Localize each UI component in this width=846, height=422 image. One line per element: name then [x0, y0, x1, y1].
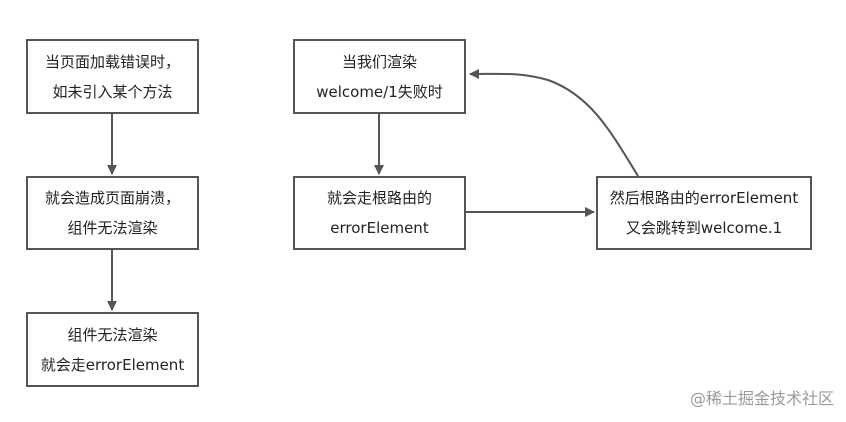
node-page-crash: 就会造成页面崩溃， 组件无法渲染	[26, 176, 199, 250]
node-text-line: 组件无法渲染	[67, 219, 158, 237]
node-redirect-welcome: 然后根路由的errorElement 又会跳转到welcome.1	[596, 176, 812, 250]
node-text-line: 然后根路由的errorElement	[609, 189, 799, 207]
node-text-line: 又会跳转到welcome.1	[625, 219, 783, 237]
node-text-line: 就会走根路由的	[326, 189, 432, 207]
node-text-line: 组件无法渲染	[67, 325, 158, 344]
node-page-load-error: 当页面加载错误时， 如未引入某个方法	[26, 39, 199, 114]
node-root-error-element: 就会走根路由的 errorElement	[293, 176, 466, 250]
node-error-element: 组件无法渲染 就会走errorElement	[26, 312, 199, 387]
node-text-line: 如未引入某个方法	[52, 82, 173, 101]
node-text-line: errorElement	[330, 219, 429, 237]
node-render-welcome-fail: 当我们渲染 welcome/1失败时	[293, 39, 466, 114]
node-text-line: 当页面加载错误时，	[44, 52, 180, 71]
node-text-line: 就会造成页面崩溃，	[44, 189, 180, 207]
edge-right-mid1	[469, 68, 639, 177]
node-text-line: 当我们渲染	[341, 52, 417, 71]
node-text-line: 就会走errorElement	[40, 355, 185, 374]
node-text-line: welcome/1失败时	[316, 82, 443, 101]
watermark: @稀土掘金技术社区	[689, 389, 834, 408]
